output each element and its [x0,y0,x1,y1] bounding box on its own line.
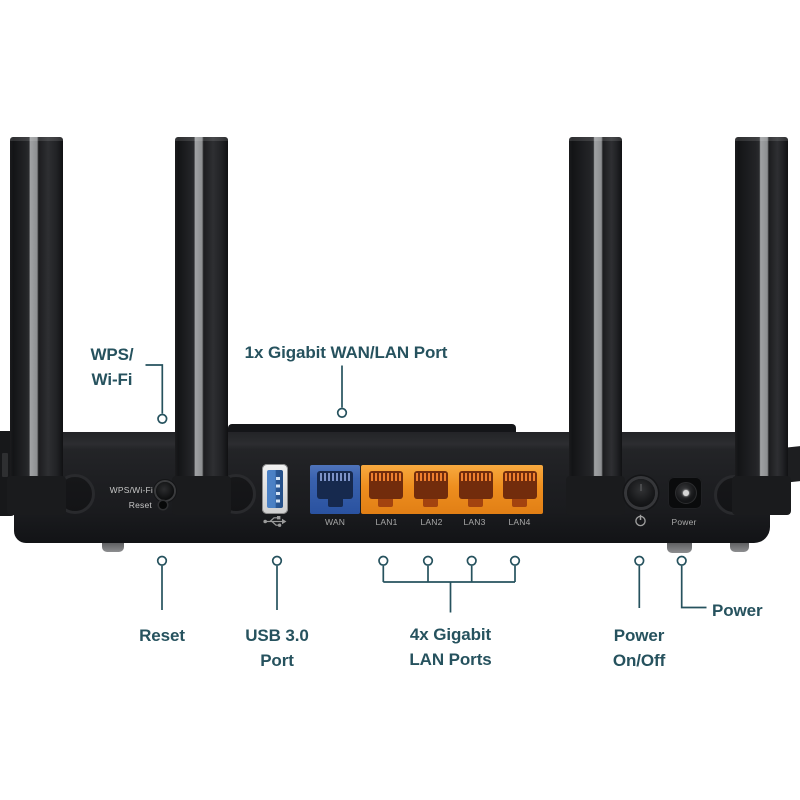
annotation-reset: Reset [139,626,185,645]
callout-dot-usb [271,555,283,566]
annotation-lan-line1: 4x Gigabit [409,625,492,644]
wan-port-pins [320,473,350,481]
lan-port-4-pins [505,473,535,481]
lan-port-2-pins [416,473,446,481]
annotation-power-switch: Power On/Off [588,623,690,673]
router-foot-left [102,543,124,552]
power-jack-label: Power [671,517,697,527]
dc-power-jack-pin [683,490,689,496]
usb-icon-arrow [282,518,287,525]
annotation-usb-line1: USB 3.0 [245,626,309,645]
lan-port-3-label: LAN3 [463,517,486,527]
usb-icon-square [277,516,281,520]
callout-dot-reset [156,555,168,566]
lan-port-1-pins [371,473,401,481]
annotation-wps-wifi-line2: Wi-Fi [91,370,133,389]
usb-trident-icon [263,516,287,527]
annotation-power-switch-line2: On/Off [612,651,666,670]
antenna-hinge-2 [172,476,231,515]
wan-port-latch [328,499,343,507]
lan-port-1-label: LAN1 [375,517,398,527]
power-button-mark [640,484,642,491]
antenna-outer-right [735,137,788,512]
lan-port-4-latch [512,499,527,507]
lan-port-2-label: LAN2 [420,517,443,527]
wps-wifi-button [156,482,174,500]
callout-dot-lan4 [509,555,521,566]
reset-pinhole [159,501,167,509]
antenna-hinge-3 [566,476,625,515]
lan-port-3-pins [461,473,491,481]
power-symbol-icon [635,514,646,527]
lan-port-4-label: LAN4 [508,517,531,527]
callout-dot-wan [336,407,348,418]
router-foot-far-right [730,543,749,552]
lan-port-2-latch [423,499,438,507]
antenna-hinge-1 [7,476,66,515]
callout-dot-lan2 [422,555,434,566]
callout-line-wps-wifi [145,364,164,414]
lan-port-1-latch [378,499,393,507]
annotation-wan: 1x Gigabit WAN/LAN Port [244,343,448,362]
annotation-lan: 4x Gigabit LAN Ports [400,622,501,672]
antenna-inner-left [175,137,228,512]
antenna-inner-right [569,137,622,512]
annotation-wps-wifi-line1: WPS/ [90,345,134,364]
reset-pinhole-label: Reset [128,500,152,510]
callout-dot-lan1 [378,555,389,566]
callout-dot-wps-wifi [157,413,168,424]
callout-dot-lan3 [466,555,477,566]
annotation-wps-wifi: WPS/ Wi-Fi [62,342,162,392]
annotation-usb: USB 3.0 Port [227,623,327,673]
annotation-lan-line2: LAN Ports [409,650,492,669]
callout-dot-power-switch [634,555,645,566]
antenna-hinge-4 [732,476,791,515]
wps-wifi-button-label: WPS/Wi-Fi [109,485,153,495]
usb-icon-circle [277,523,282,527]
usb-icon-dot [263,519,267,524]
callout-line-power-jack [680,566,707,609]
lan-port-3-latch [468,499,483,507]
callout-dot-power-jack [676,555,687,566]
annotation-power-switch-line1: Power [613,626,665,645]
annotation-usb-line2: Port [260,651,294,670]
usb-icon-branch-down [271,521,278,526]
power-button [627,479,655,507]
router-foot-right [667,543,692,553]
usb-icon-branch-up [269,517,277,522]
antenna-outer-left [10,137,63,512]
annotation-power-jack: Power [712,601,763,620]
usb-port-pins [276,477,280,503]
wan-port-label: WAN [324,517,346,527]
